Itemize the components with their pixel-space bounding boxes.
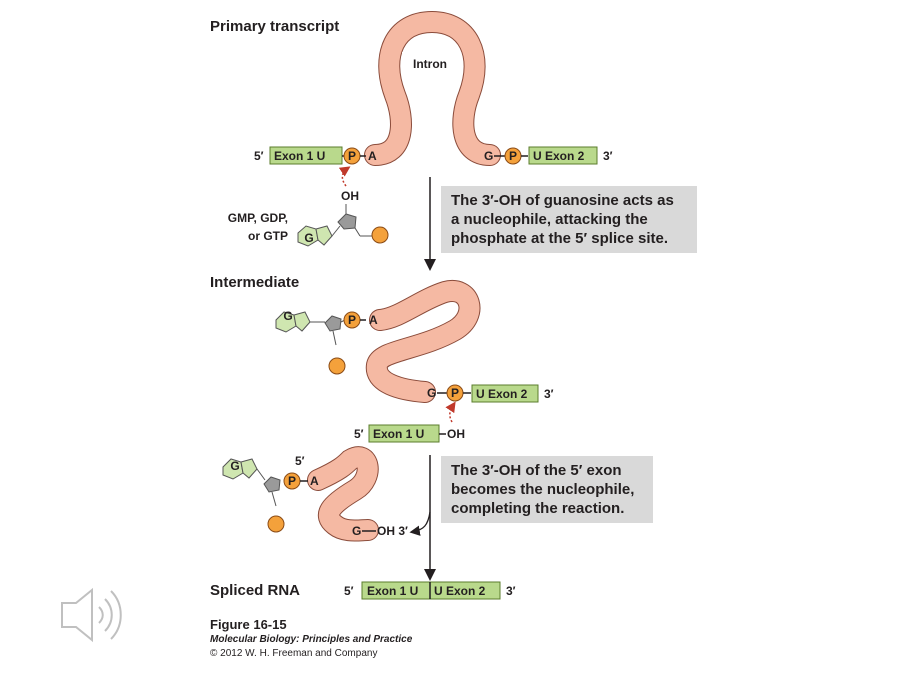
step1-callout: The 3′-OH of guanosine acts as a nucleop… [441, 186, 697, 253]
nucleophilic-attack-arrow [338, 166, 351, 187]
phosphate-label: P [348, 149, 356, 163]
exon1-label-2: Exon 1 U [373, 427, 424, 441]
g-label-3: G [352, 524, 361, 538]
spliced-exon1-label: Exon 1 U [367, 584, 418, 598]
phosphate-label-4: P [451, 386, 459, 400]
five-prime-label-2: 5′ [354, 427, 364, 441]
five-prime-label-3: 5′ [295, 454, 305, 468]
three-prime-label: 3′ [603, 149, 613, 163]
spliced-rna-label: Spliced RNA [210, 582, 300, 599]
svg-text:G: G [304, 231, 313, 245]
intron-label: Intron [413, 57, 447, 71]
intermediate-label: Intermediate [210, 274, 299, 291]
spliced-exon-box [361, 581, 501, 600]
step1-line2: a nucleophile, attacking the [451, 211, 648, 228]
svg-text:G: G [283, 309, 292, 323]
intron-label-box [402, 52, 458, 74]
exon2-label: U Exon 2 [533, 149, 585, 163]
a-label: A [368, 149, 377, 163]
guanosine-molecule: G [297, 204, 389, 247]
oh-label: OH [341, 189, 359, 203]
step1-line3: phosphate at the 5′ splice site. [451, 230, 668, 247]
exon2-box-2 [471, 384, 539, 403]
oh3-label: OH 3′ [377, 524, 408, 538]
step2-line1: The 3′-OH of the 5′ exon [451, 462, 622, 479]
a-label-2: A [369, 313, 378, 327]
release-arrow [409, 511, 431, 536]
lariat-intron-product [307, 446, 379, 542]
nucleophilic-attack-arrow-2 [445, 401, 456, 423]
intron-loop: Intron [364, 10, 501, 166]
primary-transcript-label: Primary transcript [210, 18, 339, 35]
exon1-label: Exon 1 U [274, 149, 325, 163]
five-prime-label: 5′ [254, 149, 264, 163]
three-prime-label-3: 3′ [506, 584, 516, 598]
phosphate-label-2: P [509, 149, 517, 163]
gmp-label-line2: or GTP [248, 229, 288, 243]
figure-number: Figure 16-15 [210, 617, 287, 632]
step2-callout: The 3′-OH of the 5′ exon becomes the nuc… [441, 456, 653, 523]
step2-line2: becomes the nucleophile, [451, 481, 635, 498]
step2-line3: completing the reaction. [451, 500, 625, 517]
figure-caption: Figure 16-15 Molecular Biology: Principl… [210, 617, 412, 661]
phosphate-label-3: P [348, 313, 356, 327]
speaker-icon[interactable] [61, 587, 122, 643]
phosphate-label-5: P [288, 474, 296, 488]
exon2-box [528, 146, 598, 165]
svg-text:G: G [230, 459, 239, 473]
three-prime-label-2: 3′ [544, 387, 554, 401]
a-label-3: A [310, 474, 319, 488]
g-label: G [484, 149, 493, 163]
oh-label-2: OH [447, 427, 465, 441]
five-prime-label-4: 5′ [344, 584, 354, 598]
guanosine-molecule-intermediate: G [275, 309, 346, 375]
lariat-intron-intermediate [365, 280, 481, 403]
book-title: Molecular Biology: Principles and Practi… [210, 634, 413, 645]
gmp-label-line1: GMP, GDP, [228, 211, 288, 225]
exon2-label-2: U Exon 2 [476, 387, 528, 401]
g-label-2: G [427, 386, 436, 400]
copyright: © 2012 W. H. Freeman and Company [210, 648, 378, 659]
guanosine-molecule-lariat: G [222, 458, 285, 533]
step1-line1: The 3′-OH of guanosine acts as [451, 192, 674, 209]
spliced-exon2-label: U Exon 2 [434, 584, 486, 598]
